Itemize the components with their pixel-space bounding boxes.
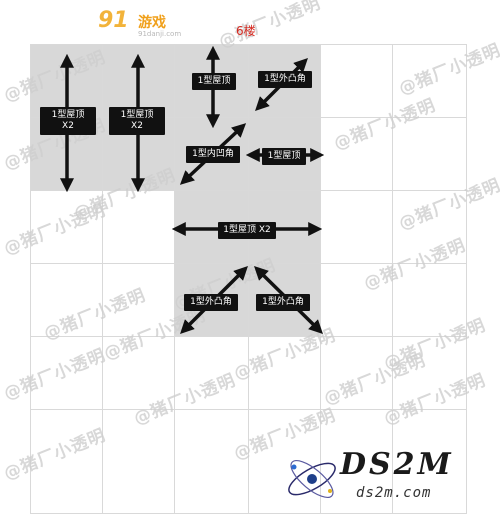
label-roof-x2-left: 1型屋顶 X2 <box>40 107 96 135</box>
site-logo: 91 游戏 91danji.com <box>98 8 181 38</box>
ds2m-logo: DS2M ds2m.com <box>282 445 492 511</box>
label-inner-corner: 1型内凹角 <box>186 146 240 163</box>
label-roof-right: 1型屋顶 <box>262 148 306 165</box>
label-roof-x2-mid: 1型屋顶 X2 <box>109 107 165 135</box>
orbit-icon <box>288 460 336 498</box>
label-roof-top: 1型屋顶 <box>192 73 236 90</box>
ds2m-title: DS2M <box>340 447 454 482</box>
logo-url: 91danji.com <box>138 30 182 38</box>
ds2m-url: ds2m.com <box>356 485 432 501</box>
label-roof-x2-horizontal: 1型屋顶 X2 <box>218 222 276 239</box>
label-outer-corner-bottom-right: 1型外凸角 <box>256 294 310 311</box>
logo-text: 游戏 <box>138 15 166 31</box>
logo-number: 91 <box>98 8 129 33</box>
label-outer-corner-bottom-left: 1型外凸角 <box>184 294 238 311</box>
floor-label: 6楼 <box>236 24 256 38</box>
label-outer-corner-top: 1型外凸角 <box>258 71 312 88</box>
